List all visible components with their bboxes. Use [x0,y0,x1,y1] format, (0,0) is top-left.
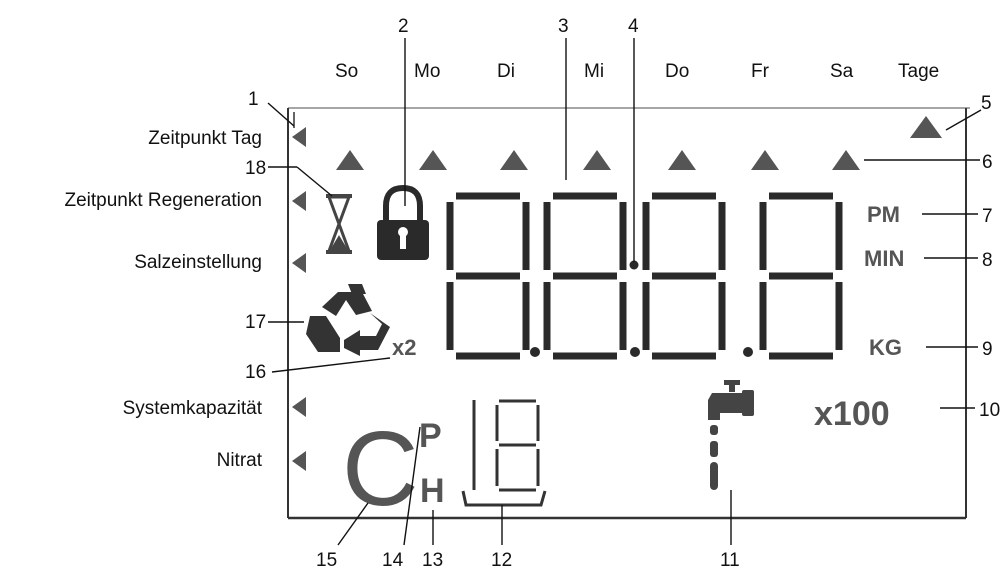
seven-segment-digit-2 [543,192,627,360]
indicator-nitrat [292,451,306,471]
callout-12: 12 [491,550,512,568]
day-label-fr: Fr [751,61,770,82]
day-label-tage: Tage [898,61,939,82]
seven-segment-digit-4 [759,192,843,360]
day-labels: So Mo Di Mi Do Fr Sa Tage [335,61,939,82]
lcd-frame [287,107,970,520]
callout-16: 16 [245,362,266,383]
callout-9: 9 [982,339,993,360]
indicator-systemkapazitaet [292,397,306,417]
callout-15: 15 [316,550,337,568]
day-indicator-fr [751,150,779,170]
callout-numbers: 1 2 3 4 5 6 7 8 9 10 11 12 13 14 15 16 1… [245,16,1000,568]
seven-segment-digit-1 [446,192,530,360]
day-indicator-di [500,150,528,170]
indicator-zeitpunkt-tag [292,127,306,147]
day-indicators [336,116,942,170]
decimal-point-lower-1 [530,347,540,357]
indicator-letter-h: H [420,472,445,510]
callout-leaders [267,38,982,546]
padlock-icon [377,184,429,260]
label-zeitpunkt-regeneration: Zeitpunkt Regeneration [64,190,262,211]
main-seven-segment-display [446,192,843,360]
day-indicator-tage [910,116,942,138]
day-indicator-sa [832,150,860,170]
indicator-letter-p: P [419,417,442,455]
decimal-point-lower-2 [630,347,640,357]
day-indicator-mo [419,150,447,170]
day-label-mo: Mo [414,61,440,82]
indicator-salzeinstellung [292,253,306,273]
unit-kg: KG [869,335,902,360]
callout-4: 4 [628,16,639,37]
left-labels: Zeitpunkt Tag Zeitpunkt Regeneration Sal… [64,128,262,471]
seven-segment-digit-3 [642,192,726,360]
water-tap-icon [708,380,754,490]
callout-5: 5 [981,93,992,114]
left-indicators [292,127,306,471]
day-label-di: Di [497,61,515,82]
callout-8: 8 [982,250,993,271]
callout-18: 18 [245,158,266,179]
small-seven-segment-digit [461,399,547,507]
callout-17: 17 [245,312,266,333]
label-nitrat: Nitrat [217,450,263,471]
callout-6: 6 [982,152,993,173]
multiplier-x2-label: x2 [392,335,416,360]
label-systemkapazitaet: Systemkapazität [123,398,263,419]
day-indicator-so [336,150,364,170]
day-indicator-do [668,150,696,170]
day-indicator-mi [583,150,611,170]
callout-2: 2 [398,16,409,37]
multiplier-x100: x100 [814,395,890,433]
day-label-do: Do [665,61,689,82]
unit-pm: PM [867,202,900,227]
hourglass-icon [326,194,352,254]
recycle-icon [306,284,390,356]
callout-13: 13 [422,550,443,568]
day-label-sa: Sa [830,61,854,82]
decimal-point-lower-3 [743,347,753,357]
day-label-mi: Mi [584,61,604,82]
callout-10: 10 [979,400,1000,421]
indicator-letter-c: C [342,410,419,528]
label-salzeinstellung: Salzeinstellung [134,252,262,273]
callout-1: 1 [248,89,259,110]
day-label-so: So [335,61,358,82]
label-zeitpunkt-tag: Zeitpunkt Tag [148,128,262,149]
callout-7: 7 [982,206,993,227]
callout-3: 3 [558,16,569,37]
indicator-zeitpunkt-regeneration [292,191,306,211]
callout-11: 11 [720,550,740,568]
callout-14: 14 [382,550,404,568]
decimal-point-upper [629,260,639,270]
unit-min: MIN [864,246,904,271]
